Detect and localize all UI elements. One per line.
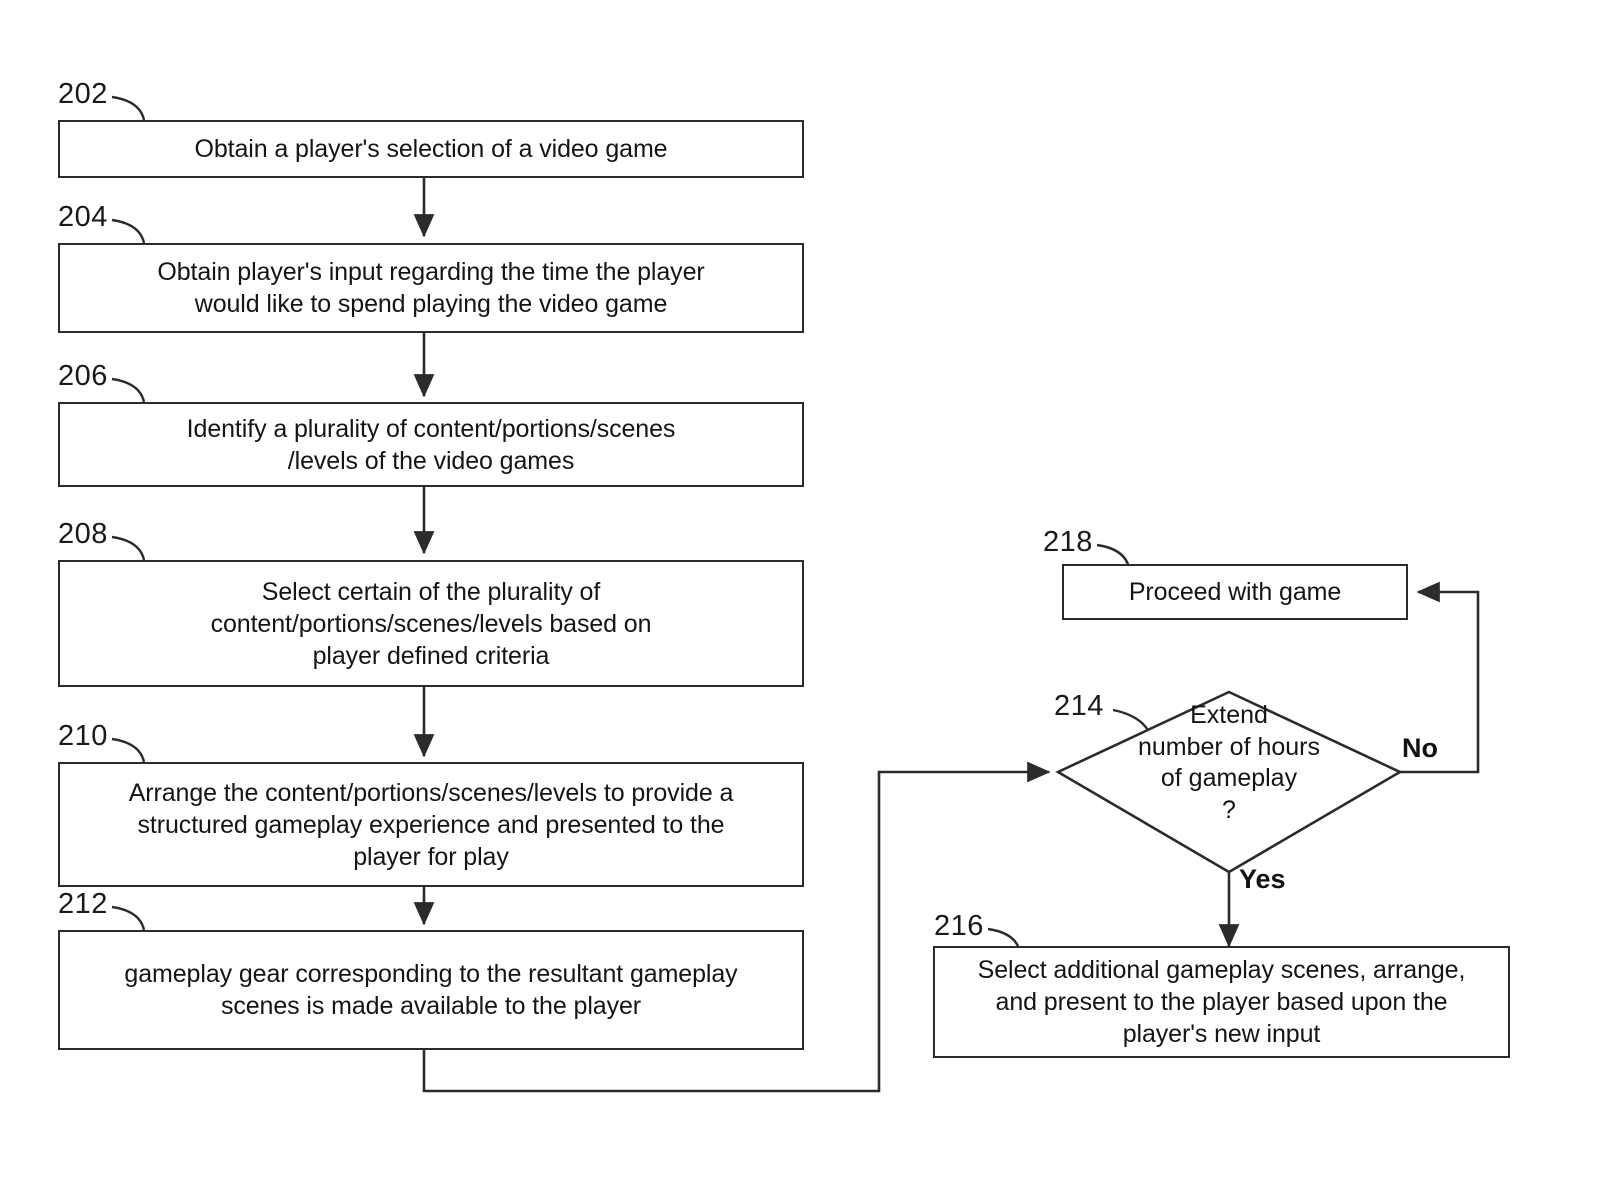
node-202-text: Obtain a player's selection of a video g… <box>194 135 668 163</box>
branch-label-yes: Yes <box>1239 864 1286 894</box>
node-216-select-additional-scenes[interactable]: Select additional gameplay scenes, arran… <box>933 946 1510 1058</box>
ref-numeral-206: 206 <box>58 360 108 392</box>
ref-numeral-210: 210 <box>58 720 108 752</box>
ref-numeral-212: 212 <box>58 888 108 920</box>
node-206-identify-content[interactable]: Identify a plurality of content/portions… <box>58 402 804 487</box>
node-202-obtain-game-selection[interactable]: Obtain a player's selection of a video g… <box>58 120 804 178</box>
node-210-arrange-content[interactable]: Arrange the content/portions/scenes/leve… <box>58 762 804 887</box>
node-212-gameplay-gear[interactable]: gameplay gear corresponding to the resul… <box>58 930 804 1050</box>
node-204-text: Obtain player's input regarding the time… <box>157 258 705 318</box>
ref-numeral-204: 204 <box>58 201 108 233</box>
node-212-text: gameplay gear corresponding to the resul… <box>124 960 738 1020</box>
node-204-obtain-time-input[interactable]: Obtain player's input regarding the time… <box>58 243 804 333</box>
node-208-text: Select certain of the plurality of conte… <box>210 577 652 670</box>
node-218-text: Proceed with game <box>1128 578 1342 606</box>
ref-numeral-202: 202 <box>58 78 108 110</box>
ref-numeral-218: 218 <box>1043 526 1093 558</box>
ref-numeral-216: 216 <box>934 910 984 942</box>
node-218-proceed-with-game[interactable]: Proceed with game <box>1062 564 1408 620</box>
node-214-text: Extend number of hours of gameplay ? <box>1137 701 1321 824</box>
decision-214-diamond[interactable] <box>1055 690 1403 874</box>
ref-numeral-214: 214 <box>1054 690 1104 722</box>
ref-numeral-208: 208 <box>58 518 108 550</box>
branch-label-no: No <box>1402 733 1438 763</box>
node-208-select-content[interactable]: Select certain of the plurality of conte… <box>58 560 804 687</box>
node-210-text: Arrange the content/portions/scenes/leve… <box>128 778 734 871</box>
node-206-text: Identify a plurality of content/portions… <box>186 414 676 475</box>
node-216-text: Select additional gameplay scenes, arran… <box>977 956 1466 1048</box>
